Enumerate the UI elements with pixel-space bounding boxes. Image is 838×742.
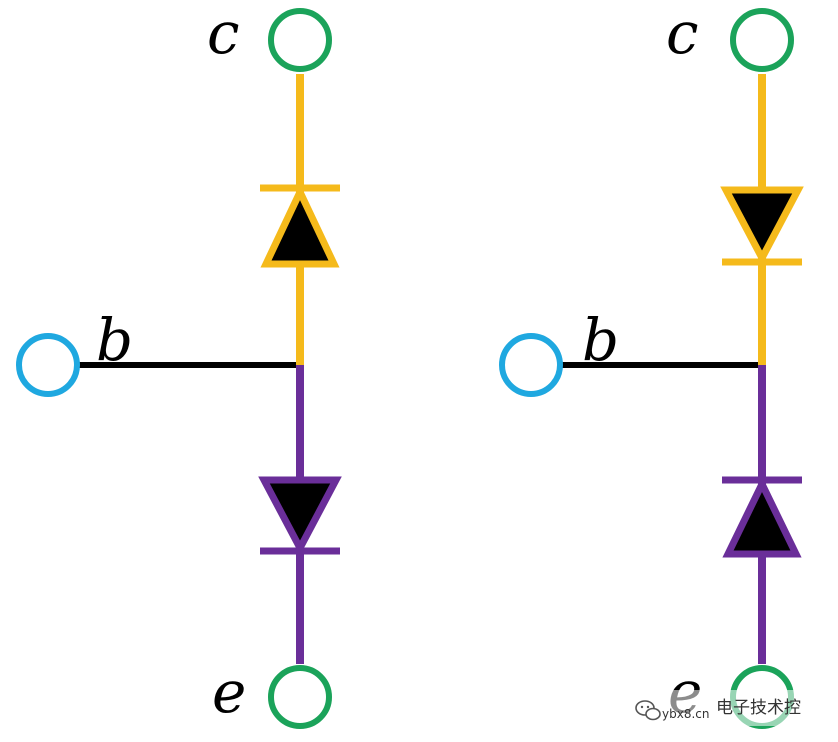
diode-triangle <box>258 476 342 556</box>
emitter-label: e <box>212 658 246 726</box>
diode-triangle <box>260 183 340 268</box>
watermark: ybx8.cn 电子技术控 <box>620 690 830 726</box>
collector-terminal <box>268 8 332 72</box>
diagram-right: c b e <box>499 0 804 729</box>
diode-triangle <box>720 186 804 266</box>
watermark-backdrop <box>620 690 830 726</box>
diode-triangle <box>722 475 802 558</box>
emitter-diode <box>722 475 802 558</box>
emitter-terminal <box>268 665 332 729</box>
base-label: b <box>582 306 619 374</box>
base-terminal <box>499 333 563 397</box>
diagram-left: c b e <box>16 0 342 729</box>
base-label: b <box>96 306 133 374</box>
watermark-text: 电子技术控 <box>716 698 801 718</box>
wechat-icon <box>635 700 661 721</box>
emitter-diode <box>258 476 342 556</box>
collector-label: c <box>207 0 239 67</box>
watermark-domain: ybx8.cn <box>662 707 709 721</box>
collector-label: c <box>666 0 698 67</box>
collector-diode <box>260 183 340 268</box>
collector-terminal <box>730 8 794 72</box>
base-terminal <box>16 333 80 397</box>
collector-diode <box>720 186 804 266</box>
